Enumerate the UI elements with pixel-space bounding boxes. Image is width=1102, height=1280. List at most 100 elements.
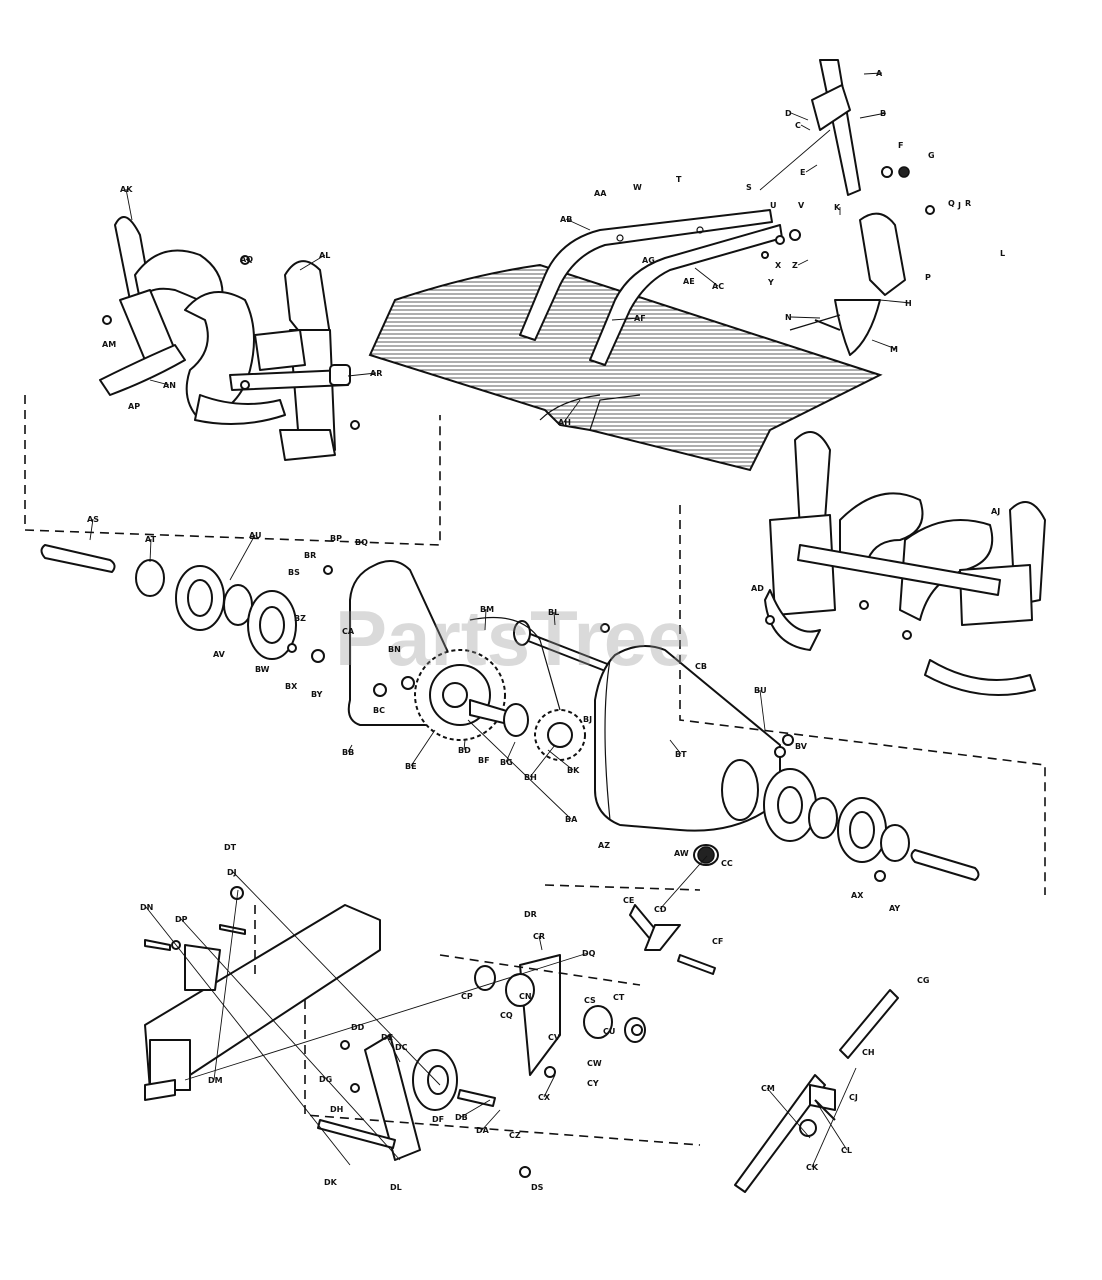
callout-cl: CL — [841, 1146, 852, 1155]
leader-line-db — [460, 1099, 491, 1118]
callout-dq: DQ — [582, 949, 596, 958]
callout-af: AF — [634, 314, 646, 323]
leader-line-de — [386, 1036, 401, 1063]
callout-dg: DG — [319, 1075, 332, 1084]
callout-c: C — [795, 121, 801, 130]
callout-ch: CH — [862, 1048, 875, 1057]
callout-ap: AP — [128, 402, 140, 411]
callout-ce: CE — [623, 896, 634, 905]
callout-bx: BX — [285, 682, 298, 691]
callout-aj: AJ — [991, 507, 1000, 516]
callout-df: DF — [432, 1115, 444, 1124]
right-bearing-stack — [763, 768, 910, 863]
drive-sprockets — [414, 616, 611, 761]
callout-bq: BQ — [355, 538, 368, 547]
leader-line-as — [89, 518, 94, 541]
watermark: PartsTree — [335, 594, 691, 682]
callout-dc: DC — [395, 1043, 408, 1052]
callout-az: AZ — [598, 841, 610, 850]
callout-cb: CB — [695, 662, 707, 671]
leader-line-bh — [529, 744, 556, 778]
leader-line-cr — [538, 935, 543, 951]
callout-n: N — [785, 313, 792, 322]
leader-line-h — [879, 299, 912, 304]
axles — [40, 544, 980, 881]
leader-line-au — [229, 534, 256, 581]
leader-line-dp — [180, 918, 401, 1161]
leader-line-bb — [347, 744, 353, 753]
callout-y: Y — [767, 278, 774, 287]
callout-f: F — [898, 141, 903, 150]
chain-case-housing — [594, 645, 781, 866]
leader-line-dm — [213, 889, 239, 1081]
leader-line-ab — [565, 218, 591, 231]
callout-db: DB — [455, 1113, 468, 1122]
callout-u: U — [770, 201, 777, 210]
callout-dd: DD — [351, 1023, 365, 1032]
callout-cd: CD — [654, 905, 667, 914]
leader-line-cl — [814, 1099, 848, 1151]
leader-line-e — [805, 164, 818, 173]
tine-shield — [368, 263, 883, 472]
leader-line-ar — [347, 372, 377, 377]
leader-line-dj — [232, 871, 441, 1086]
control-lever — [734, 989, 899, 1193]
left-tine-assembly — [99, 216, 351, 461]
callout-ay: AY — [889, 904, 900, 913]
callout-v: V — [798, 201, 805, 210]
callout-cu: CU — [603, 1027, 615, 1036]
callout-cw: CW — [587, 1059, 602, 1068]
callout-bk: BK — [567, 766, 580, 775]
callout-bf: BF — [478, 756, 490, 765]
callout-bc: BC — [373, 706, 385, 715]
callout-ds: DS — [531, 1183, 544, 1192]
callout-ax: AX — [851, 891, 864, 900]
callout-ah: AH — [558, 418, 571, 427]
callout-cq: CQ — [500, 1011, 513, 1020]
leader-line-dq — [184, 952, 589, 1081]
depth-bar — [759, 59, 861, 196]
callout-bp: BP — [330, 534, 342, 543]
callout-ck: CK — [806, 1163, 819, 1172]
callout-ar: AR — [370, 369, 382, 378]
callout-an: AN — [163, 381, 176, 390]
callout-ca: CA — [342, 627, 355, 636]
leader-line-dn — [145, 906, 351, 1166]
leader-line-bl — [553, 611, 556, 626]
depth-stake — [789, 212, 906, 356]
callout-bn: BN — [388, 645, 401, 654]
callout-ct: CT — [613, 993, 625, 1002]
leader-line-al — [299, 254, 326, 271]
callout-aw: AW — [674, 849, 689, 858]
leader-line-d — [790, 112, 809, 121]
leader-line-ac — [694, 267, 719, 287]
idler-assembly — [317, 1034, 496, 1161]
callout-by: BY — [311, 690, 323, 699]
callout-dt: DT — [224, 843, 237, 852]
leader-line-m — [871, 339, 897, 350]
fasteners — [102, 166, 935, 1178]
callout-cx: CX — [538, 1093, 551, 1102]
callout-x: X — [775, 261, 782, 270]
callout-q: Q — [948, 199, 955, 208]
leader-line-an — [149, 379, 170, 386]
callout-k: K — [834, 203, 841, 212]
leader-line-be — [410, 729, 436, 767]
leader-line-bu — [759, 689, 766, 731]
callout-ba: BA — [565, 815, 578, 824]
callout-cg: CG — [917, 976, 929, 985]
callout-bv: BV — [795, 742, 808, 751]
callout-da: DA — [476, 1126, 490, 1135]
callout-aa: AA — [594, 189, 607, 198]
callout-cz: CZ — [509, 1131, 521, 1140]
callout-h: H — [905, 299, 912, 308]
callout-bg: BG — [500, 758, 513, 767]
leader-line-da — [481, 1109, 501, 1131]
callout-ag: AG — [642, 256, 655, 265]
callout-bh: BH — [524, 773, 537, 782]
callout-z: Z — [792, 261, 798, 270]
callout-dr: DR — [524, 910, 537, 919]
leader-line-af — [611, 317, 641, 321]
leader-line-z — [797, 259, 809, 266]
